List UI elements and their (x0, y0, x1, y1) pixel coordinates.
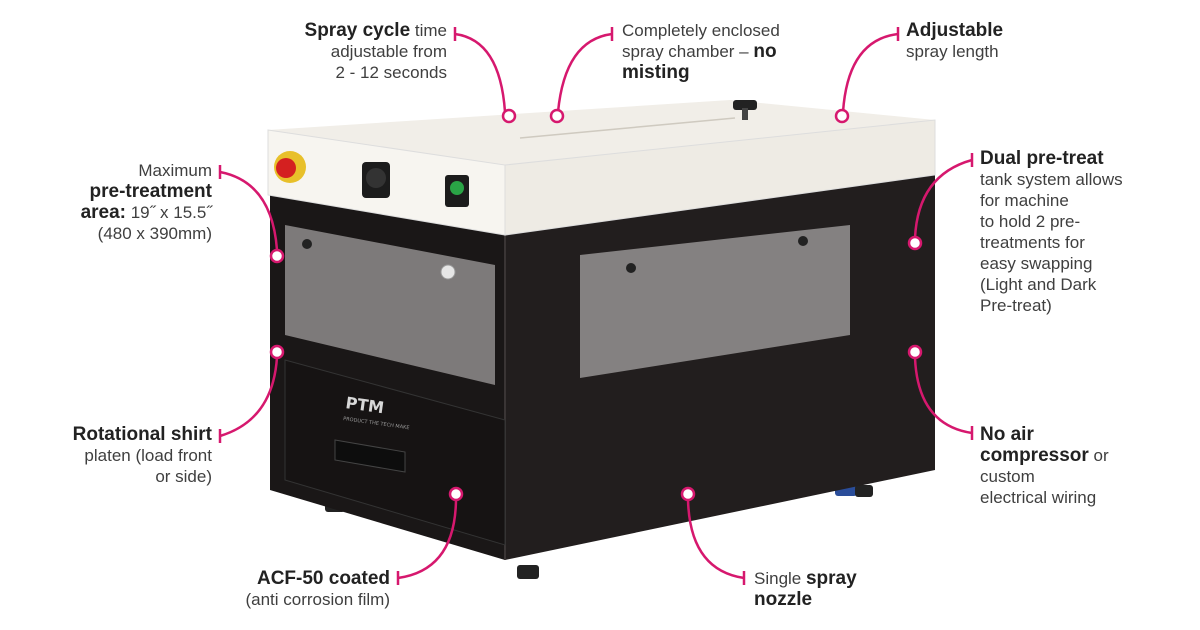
callout-dot (907, 235, 923, 251)
callout-dot (501, 108, 517, 124)
callout-dot (680, 486, 696, 502)
machine-foot (855, 485, 873, 497)
callout-adjustable-length: Adjustable spray length (906, 20, 1004, 61)
callout-enclosed-chamber: Completely enclosed spray chamber – no m… (622, 21, 780, 83)
callout-rotational-platen: Rotational shirt platen (load front or s… (72, 424, 212, 486)
machine-lid-front (504, 119, 936, 236)
callout-dot (549, 108, 565, 124)
callout-dot (907, 344, 923, 360)
callout-spray-cycle: Spray cycle time adjustable from 2 - 12 … (304, 20, 447, 82)
callout-dot (269, 344, 285, 360)
callout-dual-tank: Dual pre-treat tank system allows for ma… (980, 148, 1123, 315)
drawer-handle (334, 439, 406, 473)
machine-foot (517, 565, 539, 579)
callout-dot (834, 108, 850, 124)
callout-acf-coating: ACF-50 coated (anti corrosion film) (245, 568, 390, 609)
callout-max-area: Maximum pre-treatment area: 19˝ x 15.5˝ … (80, 161, 212, 243)
callout-dot (448, 486, 464, 502)
right-window (580, 225, 850, 378)
spray-cycle-bold: Spray cycle (304, 20, 411, 41)
machine-lid-top (268, 100, 935, 165)
callout-no-air-compressor: No air compressor or custom electrical w… (980, 424, 1109, 507)
left-window (285, 225, 495, 385)
callout-dot (269, 248, 285, 264)
callout-spray-nozzle: Single spray nozzle (754, 568, 857, 610)
top-adjust-knob (733, 100, 757, 110)
